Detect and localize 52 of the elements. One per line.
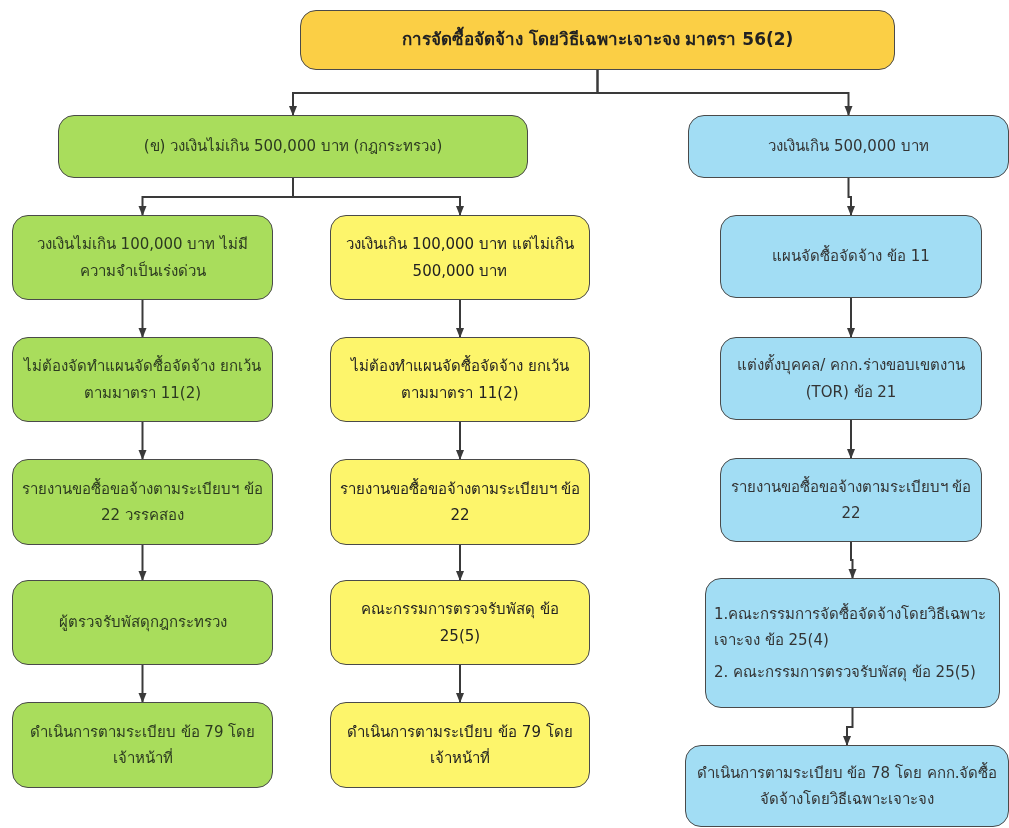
box-label: ดำเนินการตามระเบียบ ข้อ 79 โดยเจ้าหน้าที่ [346,721,574,769]
process-box [12,702,273,788]
box-label: วงเงินไม่เกิน 100,000 บาท ไม่มีความจำเป็นเร่งด่วน [35,234,250,282]
arrow [847,419,855,459]
arrow [138,664,147,703]
box-label: ไม่ต้องจัดทำแผนจัดซื้อจัดจ้าง ยกเว้น ตามมาตรา 11(2) [22,354,262,404]
box-label: รายงานขอซื้อขอจ้างตามระเบียบฯ ข้อ 22 [729,475,973,524]
arrow [456,421,464,460]
box-label: ดำเนินการตามระเบียบ ข้อ 79 โดยเจ้าหน้าที่ [28,721,257,769]
box-label: แผนจัดซื้อจัดจ้าง ข้อ 11 [772,244,930,268]
process-box [58,115,528,178]
arrow [292,177,464,216]
box-label: แต่งตั้งบุคคล/ คกก.ร่างขอบเขตงาน (TOR) ข้อ 21 [736,353,966,403]
box-label: ผู้ตรวจรับพัสดุกฎกระทรวง [58,612,227,634]
box-label: (ข) วงเงินไม่เกิน 500,000 บาท (กฎกระทรวง) [143,136,443,158]
process-box [330,459,590,545]
box-label: 1.คณะกรรมการจัดซื้อจัดจ้างโดยวิธีเฉพาะเจาะจง ข้อ 25(4) [714,602,988,651]
arrow [456,299,464,338]
arrow [847,297,855,338]
process-box [720,215,982,298]
arrow [138,544,147,581]
arrow [848,541,857,579]
process-box [330,337,590,422]
process-box [12,337,273,422]
arrow [847,177,855,216]
arrow [456,544,464,581]
process-box [330,702,590,788]
arrow [138,421,147,460]
box-label: ดำเนินการตามระเบียบ ข้อ 78 โดย คกก.จัดซื้อจัดจ้างโดยวิธีเฉพาะเจาะจง [695,761,999,810]
process-box [12,215,273,300]
process-box [685,745,1009,827]
process-box [12,580,273,665]
process-box [720,337,982,420]
process-box [330,580,590,665]
process-box [688,115,1009,178]
process-box [720,458,982,542]
process-box [300,10,895,70]
arrow [456,664,464,703]
box-label: การจัดซื้อจัดจ้าง โดยวิธีเฉพาะเจาะจง มาตรา 56(2) [401,25,794,55]
arrow [138,299,147,338]
process-box [705,578,1000,708]
box-label: ไม่ต้องทำแผนจัดซื้อจัดจ้าง ยกเว้น ตามมาตรา 11(2) [349,354,570,404]
box-label: วงเงินเกิน 100,000 บาท แต่ไม่เกิน 500,000 บาท [345,234,575,282]
arrow [596,69,853,116]
box-label: 2. คณะกรรมการตรวจรับพัสดุ ข้อ 25(5) [714,662,976,684]
process-box [330,215,590,300]
box-label: วงเงินเกิน 500,000 บาท [768,136,929,158]
box-label: รายงานขอซื้อขอจ้างตามระเบียบฯ ข้อ 22 [339,477,581,526]
process-box [12,459,273,545]
box-label: รายงานขอซื้อขอจ้างตามระเบียบฯ ข้อ 22 วรรคสอง [21,477,264,526]
arrow [843,707,854,746]
box-label: คณะกรรมการตรวจรับพัสดุ ข้อ 25(5) [360,599,560,647]
